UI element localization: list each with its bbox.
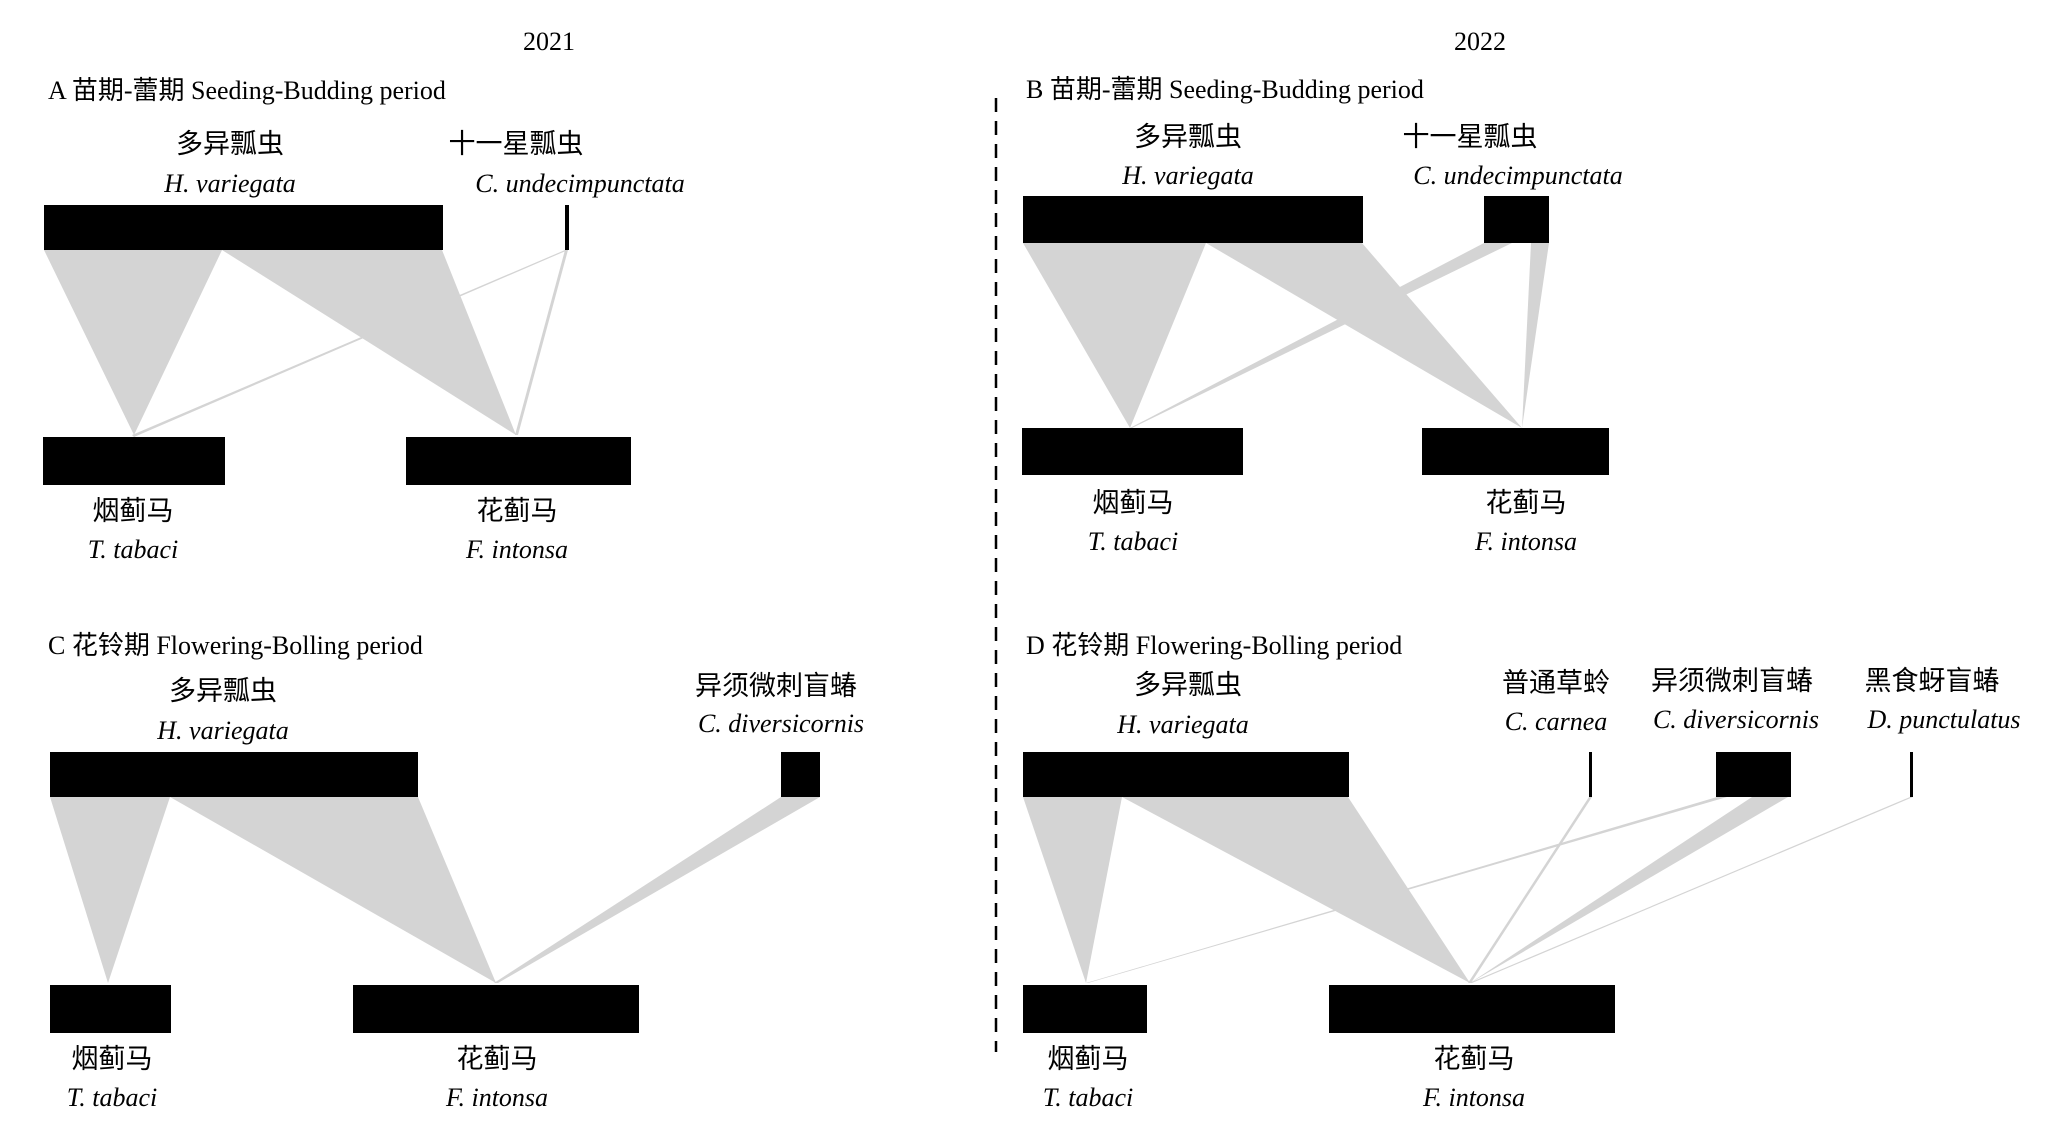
link-d-ccarnea-fintonsa (1468, 797, 1592, 983)
bar-b-ttabaci (1022, 428, 1243, 475)
panel-b-prey-2-species: F. intonsa (1474, 527, 1577, 556)
link-a-hvariegata-fintonsa (222, 250, 516, 435)
panel-d-predator-4-species: D. punctulatus (1866, 705, 2020, 734)
panel-c-predator-2-zh: 异须微刺盲蝽 (695, 671, 857, 701)
panel-c-prey-2-species: F. intonsa (445, 1083, 548, 1112)
panel-d-predator-4-zh: 黑食蚜盲蝽 (1865, 666, 2000, 696)
link-d-cdiversicornis-ttabaci (1086, 797, 1727, 983)
panel-c-prey-2-zh: 花蓟马 (457, 1044, 538, 1074)
link-c-cdiversicornis-fintonsa (494, 797, 820, 983)
panel-d-predator-1-zh: 多异瓢虫 (1134, 670, 1242, 700)
panel-d-predator-2-species: C. carnea (1505, 707, 1608, 736)
panel-d-prey-1-zh: 烟蓟马 (1048, 1044, 1129, 1074)
panel-d-prey-1-species: T. tabaci (1043, 1083, 1134, 1112)
panel-b-prey-1-zh: 烟蓟马 (1093, 488, 1174, 518)
panel-c-prey-1-species: T. tabaci (67, 1083, 158, 1112)
interaction-links (44, 243, 1913, 983)
bar-b-hvariegata (1023, 196, 1363, 243)
bar-b-fintonsa (1422, 428, 1609, 475)
panel-a-prey-1-zh: 烟蓟马 (93, 496, 174, 526)
panel-a-title: A 苗期-蕾期 Seeding-Budding period (48, 76, 446, 105)
panel-a-predator-1-zh: 多异瓢虫 (176, 129, 284, 159)
panel-d-prey-2-species: F. intonsa (1422, 1083, 1525, 1112)
panel-c-prey-1-zh: 烟蓟马 (72, 1044, 153, 1074)
bar-c-ttabaci (50, 985, 171, 1033)
bar-d-dpunctulatus (1910, 752, 1913, 797)
link-a-cundecim-fintonsa (515, 250, 568, 435)
link-c-hvariegata-ttabaci (50, 797, 170, 983)
bar-d-ttabaci (1023, 985, 1147, 1033)
link-b-cundecim-ttabaci (1130, 243, 1512, 428)
link-b-hvariegata-fintonsa (1206, 243, 1522, 428)
panel-c-predator-1-species: H. variegata (156, 716, 288, 745)
bar-a-cundecim (565, 205, 569, 250)
bar-d-fintonsa (1329, 985, 1615, 1033)
panel-b-prey-1-species: T. tabaci (1088, 527, 1179, 556)
panel-a-predator-2-zh: 十一星瓢虫 (449, 129, 584, 159)
panel-b-predator-1-zh: 多异瓢虫 (1134, 122, 1242, 152)
year-label-2022: 2022 (1454, 27, 1506, 56)
panel-b-predator-1-species: H. variegata (1121, 161, 1253, 190)
panel-b-predator-2-species: C. undecimpunctata (1413, 161, 1622, 190)
panel-b-predator-2-zh: 十一星瓢虫 (1403, 122, 1538, 152)
bar-a-fintonsa (406, 437, 631, 485)
bar-d-hvariegata (1023, 752, 1349, 797)
link-c-hvariegata-fintonsa (170, 797, 496, 983)
panel-a-predator-2-species: C. undecimpunctata (475, 169, 684, 198)
panel-d-predator-2-zh: 普通草蛉 (1502, 668, 1610, 698)
panel-d-title: D 花铃期 Flowering-Bolling period (1026, 631, 1402, 660)
link-a-hvariegata-ttabaci (44, 250, 222, 435)
bar-c-fintonsa (353, 985, 639, 1033)
panel-b-title: B 苗期-蕾期 Seeding-Budding period (1026, 75, 1424, 104)
bar-a-hvariegata (44, 205, 443, 250)
link-d-hvariegata-ttabaci (1023, 797, 1122, 983)
bar-a-ttabaci (43, 437, 225, 485)
panel-a-prey-2-species: F. intonsa (465, 535, 568, 564)
panel-d-predator-3-species: C. diversicornis (1653, 705, 1819, 734)
bar-d-cdiversicornis (1716, 752, 1791, 797)
panel-a-prey-1-species: T. tabaci (88, 535, 179, 564)
panel-d-prey-2-zh: 花蓟马 (1434, 1044, 1515, 1074)
bar-b-cundecim (1484, 196, 1549, 243)
bar-c-hvariegata (50, 752, 418, 797)
link-a-cundecim-ttabaci (132, 250, 568, 437)
year-label-2021: 2021 (523, 27, 575, 56)
panel-c-predator-1-zh: 多异瓢虫 (169, 676, 277, 706)
link-d-hvariegata-fintonsa (1122, 797, 1470, 983)
species-bars (43, 196, 1913, 1033)
link-b-hvariegata-ttabaci (1023, 243, 1206, 428)
link-d-dpunctulatus-fintonsa (1469, 797, 1913, 983)
panel-d-predator-3-zh: 异须微刺盲蝽 (1651, 666, 1813, 696)
bar-d-ccarnea (1589, 752, 1592, 797)
bar-c-cdiversicornis (781, 752, 820, 797)
panel-a-prey-2-zh: 花蓟马 (477, 496, 558, 526)
link-d-cdiversicornis-fintonsa (1470, 797, 1788, 983)
panel-c-predator-2-species: C. diversicornis (698, 709, 864, 738)
panel-d-predator-1-species: H. variegata (1116, 710, 1248, 739)
panel-b-prey-2-zh: 花蓟马 (1486, 488, 1567, 518)
link-b-cundecim-fintonsa (1522, 243, 1549, 428)
panel-c-title: C 花铃期 Flowering-Bolling period (48, 631, 423, 660)
panel-a-predator-1-species: H. variegata (163, 169, 295, 198)
